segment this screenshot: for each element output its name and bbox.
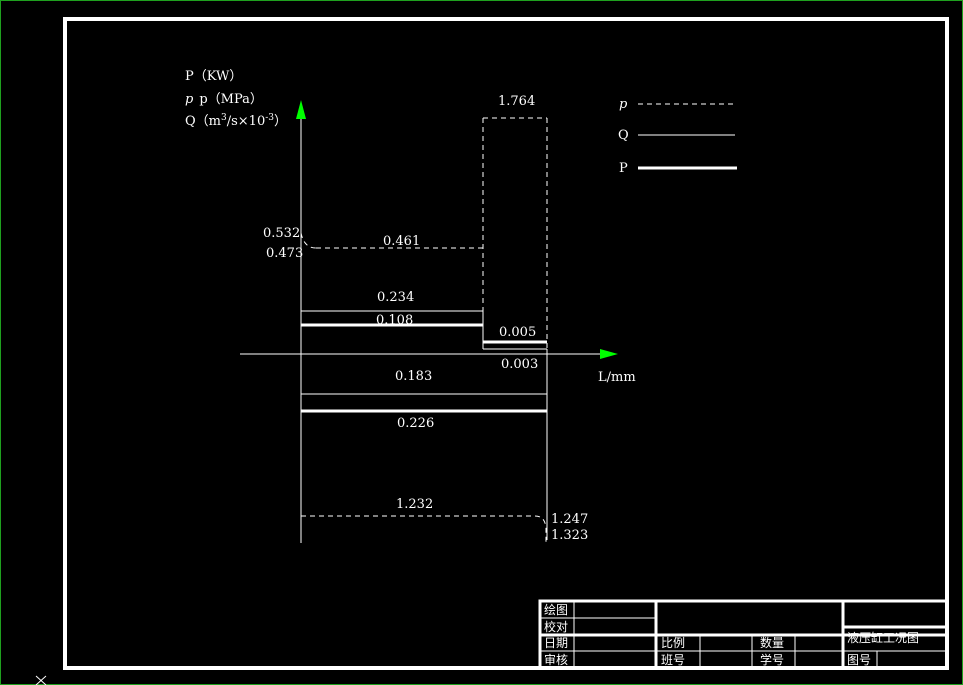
tb-reviewed-label: 审核 xyxy=(544,652,568,667)
tb-student-label: 学号 xyxy=(760,652,784,667)
tb-scale-label: 比例 xyxy=(661,636,685,650)
y-label-flow: Q（m3/s×10-3） xyxy=(185,113,287,129)
label-P-return: 0.226 xyxy=(397,416,434,431)
label-peak: 1.764 xyxy=(498,94,535,109)
label-P-fast: 0.108 xyxy=(376,313,413,328)
label-p-end-a: 1.247 xyxy=(551,512,588,527)
label-p-fast: 0.461 xyxy=(383,234,420,249)
x-axis-label: L/mm xyxy=(598,370,636,385)
label-p-start-a: 0.532 xyxy=(263,226,300,241)
legend-pressure-label: p xyxy=(619,97,628,112)
power-curve xyxy=(301,323,547,413)
tb-quantity-label: 数量 xyxy=(760,635,784,650)
label-p-end-b: 1.323 xyxy=(551,528,588,543)
pressure-end-curve xyxy=(534,515,547,543)
ucs-cross-icon xyxy=(35,675,47,685)
y-label-pressure-unit: p（MPa） xyxy=(199,92,263,107)
legend: p Q P xyxy=(618,97,737,176)
label-P-work: 0.005 xyxy=(499,325,536,340)
label-q-work: 0.003 xyxy=(501,357,538,372)
tb-title: 液压缸工况图 xyxy=(847,630,919,645)
tb-drawn-label: 绘图 xyxy=(544,602,568,617)
tb-checked-label: 校对 xyxy=(544,619,568,634)
drawing-frame xyxy=(63,17,949,670)
tb-date-label: 日期 xyxy=(544,636,568,650)
label-q-fast: 0.234 xyxy=(377,290,414,305)
tb-drawing-no-label: 图号 xyxy=(847,653,871,667)
label-p-return: 1.232 xyxy=(396,497,433,512)
value-labels: 1.764 0.532 0.473 0.461 0.234 0.108 0.00… xyxy=(263,94,588,543)
label-q-return: 0.183 xyxy=(395,369,432,384)
y-label-power: P（KW） xyxy=(185,69,242,84)
label-p-start-b: 0.473 xyxy=(266,246,303,261)
legend-flow-label: Q xyxy=(618,128,629,143)
x-axis-arrow-icon xyxy=(600,349,618,359)
y-axis-arrow-icon xyxy=(296,100,306,119)
pressure-start-curve xyxy=(300,232,317,249)
legend-power-label: P xyxy=(619,161,628,176)
title-block: 绘图 校对 日期 审核 比例 班号 数量 学号 液压缸工况图 图号 xyxy=(538,599,949,670)
tb-class-label: 班号 xyxy=(661,653,685,667)
